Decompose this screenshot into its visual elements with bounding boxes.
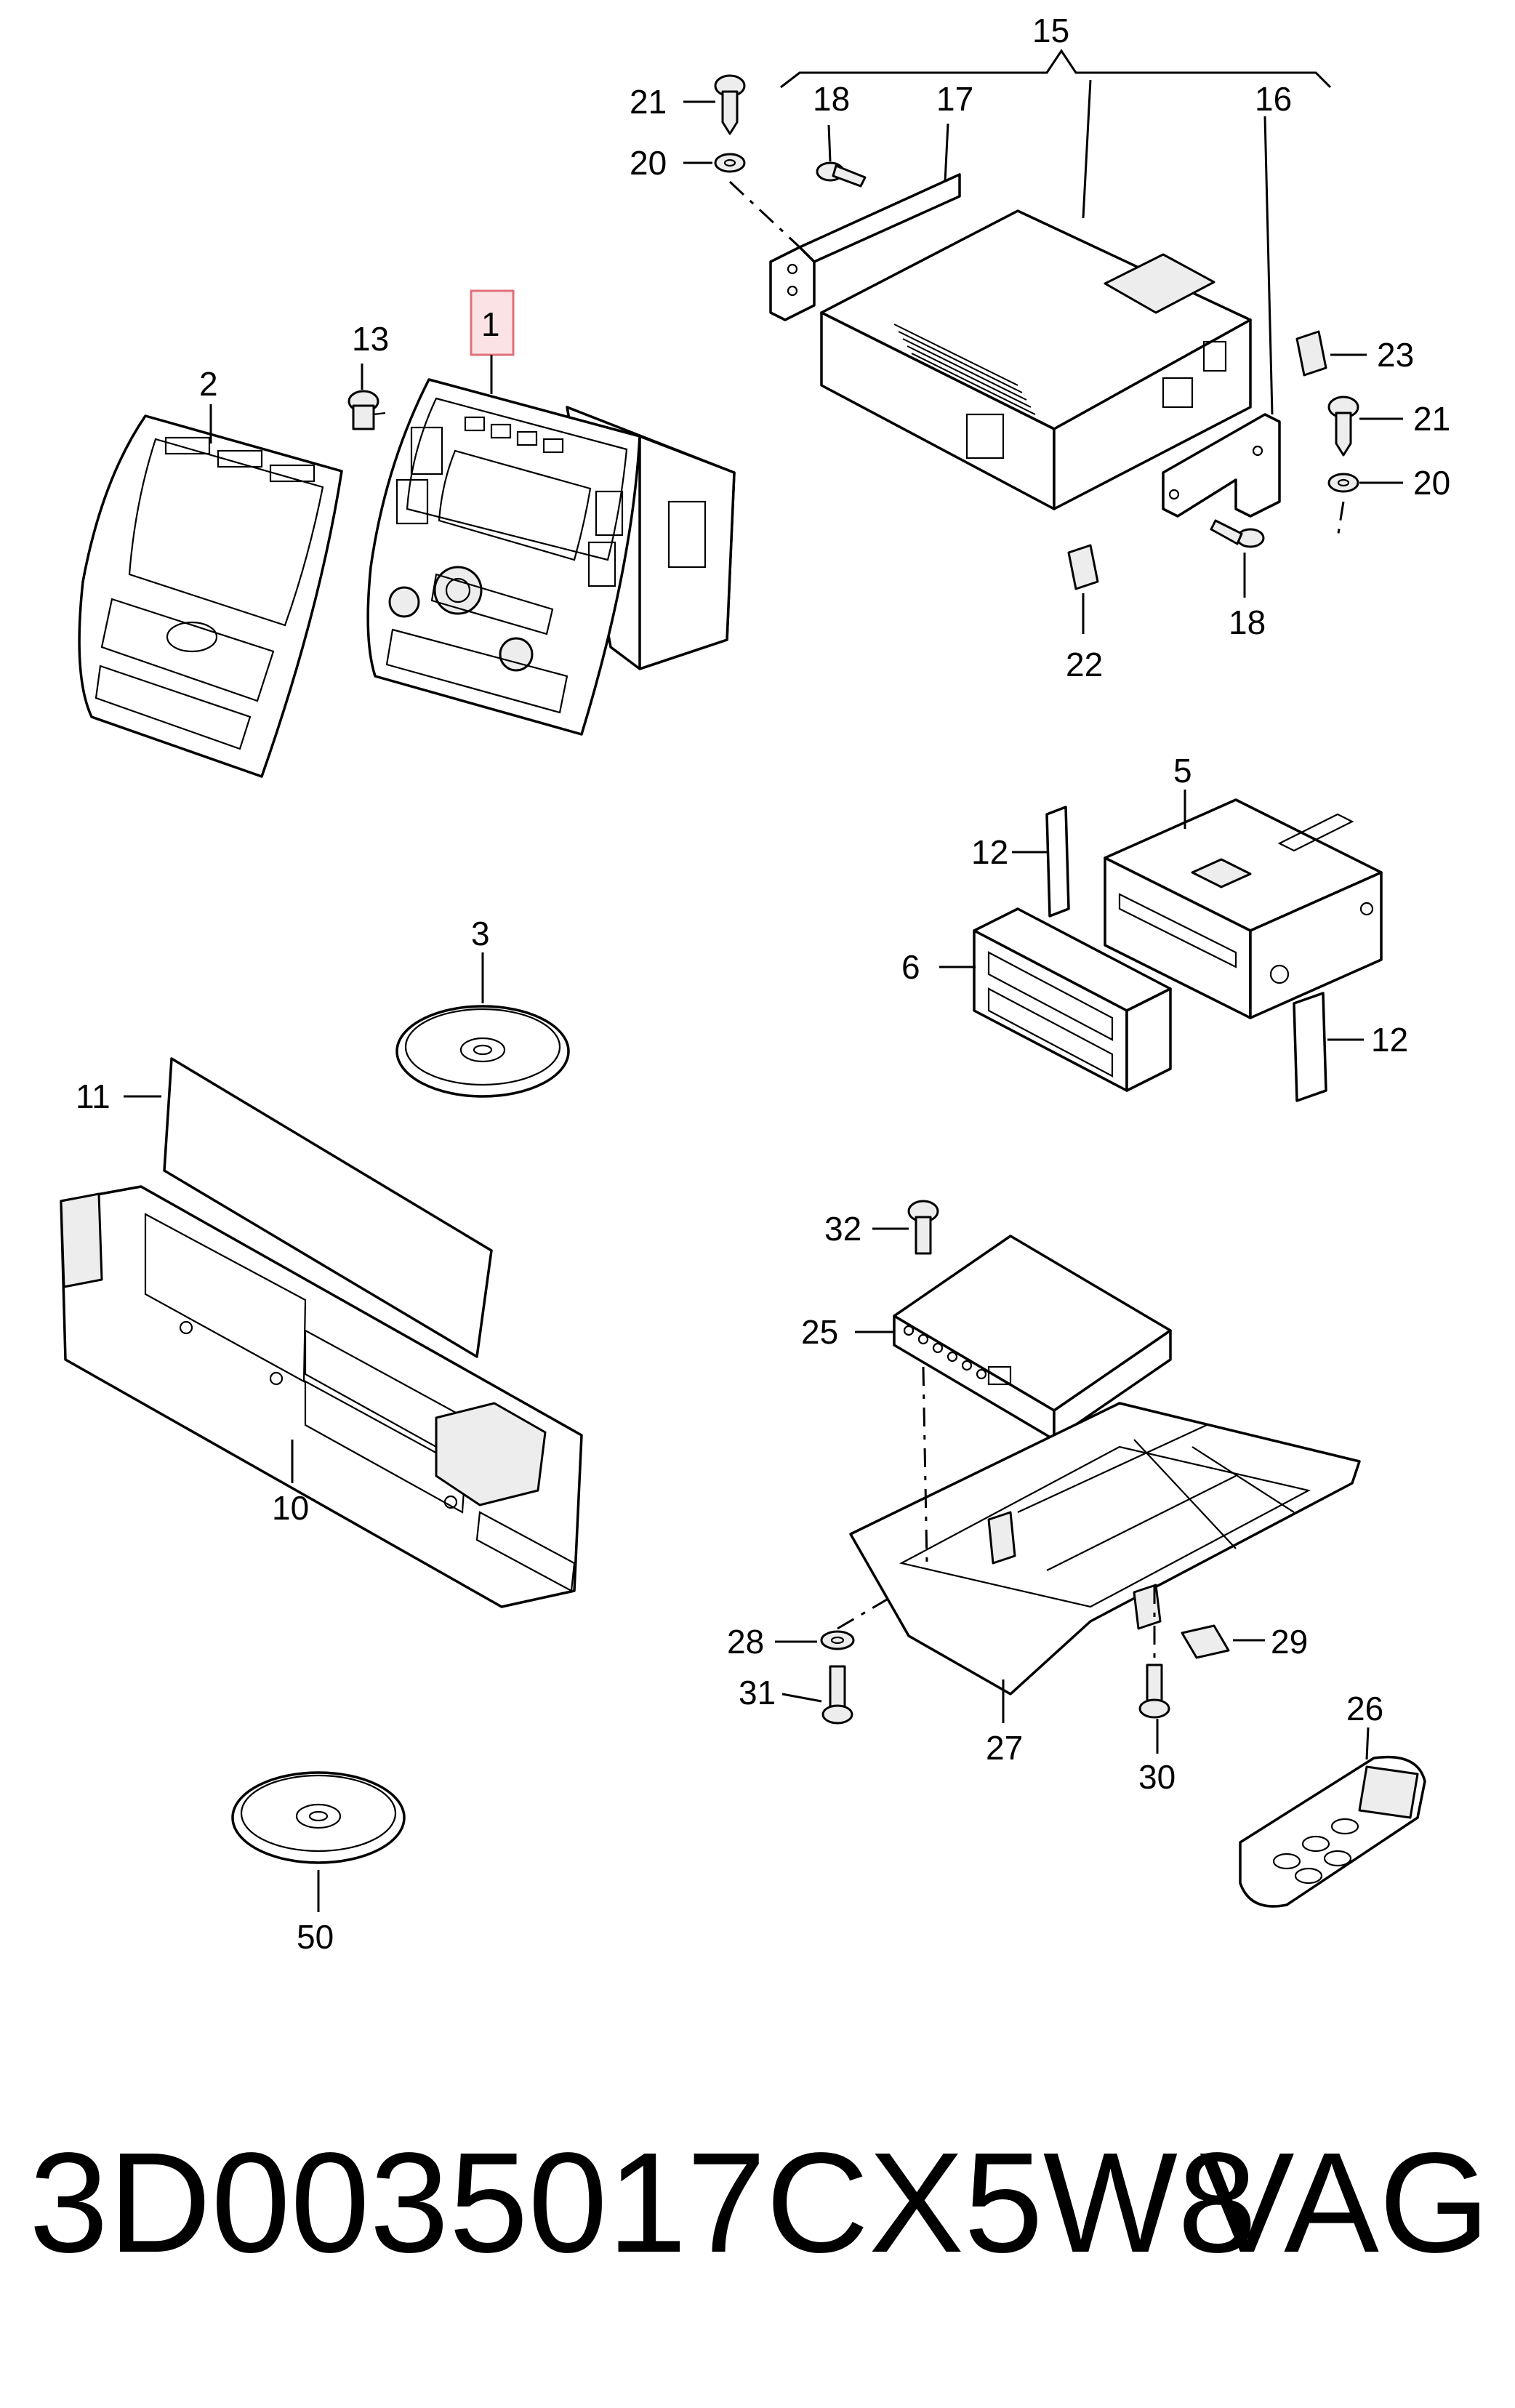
label-part-20-right: 20 — [1413, 464, 1450, 502]
label-part-6: 6 — [901, 948, 920, 986]
part-6-mounting-frame — [973, 907, 1172, 1092]
label-part-10: 10 — [272, 1489, 309, 1527]
part-labels: 1 2 3 5 6 10 11 12 12 13 15 16 17 18 18 … — [76, 12, 1450, 1956]
part-2-trim-bezel — [78, 414, 343, 778]
label-part-12-bottom: 12 — [1371, 1021, 1408, 1059]
label-part-28: 28 — [727, 1623, 764, 1661]
label-part-18-bottom: 18 — [1229, 603, 1266, 641]
label-part-30: 30 — [1138, 1758, 1176, 1796]
brand-caption: VAG — [1199, 2123, 1490, 2282]
part-12-strip-bottom — [1293, 992, 1327, 1102]
label-part-31: 31 — [739, 1674, 776, 1711]
leader-lines — [124, 49, 1403, 1912]
label-part-12-top: 12 — [971, 833, 1008, 871]
label-part-15: 15 — [1032, 12, 1069, 49]
part-26-remote — [1239, 1755, 1426, 1908]
part-5-cd-changer — [1104, 798, 1383, 1019]
assembly-lines — [728, 180, 1345, 1658]
part-27-tray — [849, 1402, 1361, 1695]
label-part-21-right: 21 — [1413, 400, 1450, 438]
part-15-navigation-box — [820, 209, 1252, 510]
label-part-27: 27 — [986, 1729, 1023, 1767]
part-23-clip — [1295, 330, 1327, 377]
label-part-2: 2 — [199, 365, 218, 403]
part-18-screw-top — [816, 161, 867, 188]
part-17-bracket — [769, 173, 961, 321]
part-28-washer — [820, 1630, 855, 1650]
part-31-bolt — [821, 1665, 853, 1725]
label-part-1: 1 — [481, 305, 500, 343]
part-20-washer-top — [714, 153, 746, 173]
label-part-5: 5 — [1173, 752, 1192, 790]
part-29-clip — [1181, 1624, 1230, 1659]
part-25-control-unit — [893, 1235, 1172, 1441]
label-part-21-top: 21 — [630, 83, 667, 121]
label-part-18-top: 18 — [813, 80, 850, 118]
label-part-29: 29 — [1271, 1623, 1308, 1661]
label-part-17: 17 — [936, 80, 973, 118]
part-20-washer-right — [1327, 473, 1359, 493]
label-part-26: 26 — [1346, 1690, 1383, 1727]
label-part-16: 16 — [1255, 80, 1292, 118]
part-1-radio-unit — [366, 378, 736, 736]
part-30-screw — [1138, 1663, 1170, 1719]
label-part-3: 3 — [471, 915, 490, 952]
part-50-disc — [231, 1771, 406, 1864]
part-21-screw-top — [714, 74, 746, 135]
part-16-bracket — [1162, 413, 1281, 518]
label-part-22: 22 — [1066, 646, 1103, 683]
label-part-23: 23 — [1377, 336, 1414, 374]
part-3-disc — [395, 1005, 570, 1098]
part-32-screw — [907, 1200, 939, 1255]
part-12-strip-top — [1045, 806, 1070, 918]
part-10-control-panel — [60, 1185, 583, 1608]
label-part-20-top: 20 — [630, 144, 667, 182]
part-13-screw — [347, 390, 386, 430]
part-number-caption: 3D0035017CX5W8 — [29, 2123, 1257, 2282]
label-part-13: 13 — [352, 320, 389, 358]
part-18-screw-bottom — [1210, 519, 1265, 548]
label-part-11: 11 — [76, 1077, 110, 1115]
label-part-50: 50 — [297, 1918, 334, 1956]
label-part-25: 25 — [801, 1313, 838, 1351]
part-22-clip — [1067, 544, 1099, 590]
part-21-screw-right — [1327, 396, 1359, 457]
label-part-32: 32 — [824, 1210, 861, 1248]
part-11-film — [163, 1057, 493, 1358]
